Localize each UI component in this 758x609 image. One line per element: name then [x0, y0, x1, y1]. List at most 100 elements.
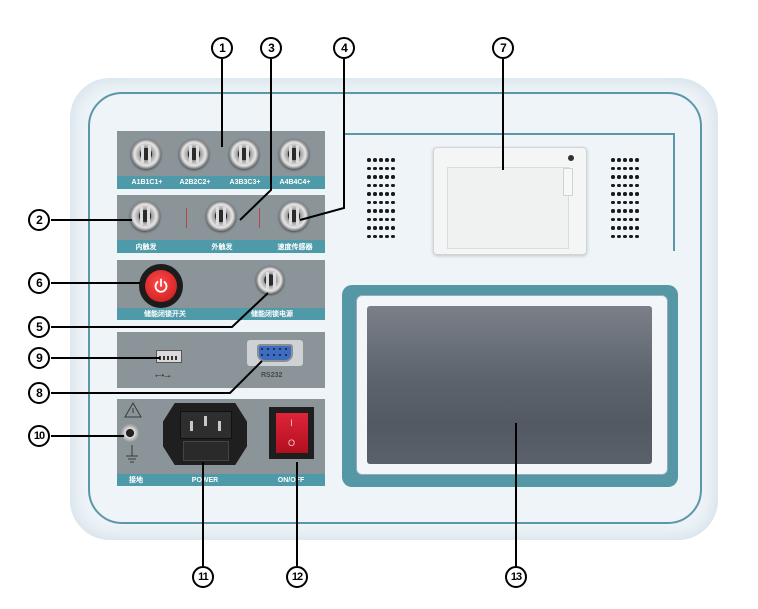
trigger-panel: 内触发 外触发 速度传感器 — [117, 195, 325, 253]
speaker-hole — [379, 234, 383, 238]
speaker-hole — [629, 226, 633, 230]
speaker-hole — [611, 200, 615, 204]
speaker-hole — [385, 209, 389, 213]
channel-connector-4[interactable] — [279, 139, 309, 169]
speaker-hole — [391, 175, 395, 179]
rs232-port[interactable] — [247, 340, 303, 366]
speaker-hole — [629, 234, 633, 238]
leader-line-3 — [239, 59, 272, 221]
speaker-hole — [385, 192, 389, 196]
speaker-hole — [617, 226, 621, 230]
external-trigger-label: 外触发 — [211, 243, 233, 251]
speaker-hole — [623, 166, 627, 170]
usb-port[interactable] — [156, 350, 182, 363]
speaker-hole — [385, 217, 389, 221]
channel-label-strip: A1B1C1+ A2B2C2+ A3B3C3+ A4B4C4+ — [117, 176, 325, 189]
speaker-hole — [617, 217, 621, 221]
callout-8: 8 — [28, 382, 50, 404]
speaker-hole — [629, 166, 633, 170]
speaker-hole — [623, 200, 627, 204]
speaker-grille-right — [611, 158, 641, 243]
speaker-hole — [635, 209, 639, 213]
speaker-hole — [635, 226, 639, 230]
speaker-hole — [629, 217, 633, 221]
speaker-hole — [635, 175, 639, 179]
speaker-hole — [367, 192, 371, 196]
speaker-hole — [379, 158, 383, 162]
speaker-hole — [367, 183, 371, 187]
switch-on-mark: I — [290, 418, 293, 428]
speaker-hole — [629, 200, 633, 204]
leader-line-5 — [51, 292, 269, 328]
speaker-hole — [379, 209, 383, 213]
speaker-hole — [379, 217, 383, 221]
speaker-hole — [367, 234, 371, 238]
speaker-hole — [367, 217, 371, 221]
speaker-hole — [617, 183, 621, 187]
speaker-hole — [373, 175, 377, 179]
speaker-hole — [391, 158, 395, 162]
speaker-grille-left — [367, 158, 397, 243]
speaker-hole — [373, 234, 377, 238]
speaker-hole — [379, 192, 383, 196]
switch-off-mark: O — [287, 438, 295, 448]
printer-indicator-led — [568, 155, 574, 161]
speaker-hole — [373, 226, 377, 230]
speaker-hole — [367, 200, 371, 204]
speaker-hole — [385, 175, 389, 179]
callout-3: 3 — [260, 37, 282, 59]
power-socket[interactable] — [163, 403, 247, 465]
callout-10: 10 — [28, 425, 50, 447]
speaker-hole — [373, 158, 377, 162]
power-label: POWER — [191, 476, 219, 484]
speed-sensor-connector[interactable] — [279, 201, 309, 231]
speaker-hole — [617, 192, 621, 196]
speaker-hole — [373, 217, 377, 221]
trigger-label-strip: 内触发 外触发 速度传感器 — [117, 240, 325, 253]
speaker-hole — [617, 158, 621, 162]
printer-paper-door[interactable] — [447, 167, 569, 249]
speaker-hole — [379, 166, 383, 170]
lock-switch[interactable] — [139, 264, 183, 308]
callout-12: 12 — [286, 566, 308, 588]
external-trigger-connector[interactable] — [206, 201, 236, 231]
speaker-hole — [379, 183, 383, 187]
ground-symbol-icon — [126, 445, 138, 463]
internal-trigger-connector[interactable] — [130, 201, 160, 231]
ground-terminal[interactable] — [121, 424, 139, 442]
printer-release-tab[interactable] — [563, 168, 573, 196]
speaker-hole — [367, 175, 371, 179]
speaker-hole — [379, 200, 383, 204]
internal-trigger-label: 内触发 — [135, 243, 157, 251]
speed-sensor-label: 速度传感器 — [277, 243, 313, 251]
lcd-touch-screen[interactable] — [367, 306, 652, 464]
speaker-hole — [385, 183, 389, 187]
callout-5: 5 — [28, 316, 50, 338]
callout-2: 2 — [28, 209, 50, 231]
speaker-hole — [379, 175, 383, 179]
speaker-hole — [373, 209, 377, 213]
channel-label-4: A4B4C4+ — [279, 179, 311, 186]
lock-panel: 储能闭锁开关 储能闭锁电源 — [117, 260, 325, 320]
channel-connector-3[interactable] — [229, 139, 259, 169]
speaker-hole — [611, 175, 615, 179]
speaker-hole — [391, 234, 395, 238]
leader-line-8 — [51, 360, 263, 394]
channel-connector-1[interactable] — [131, 139, 161, 169]
speaker-hole — [629, 158, 633, 162]
lock-switch-button[interactable] — [145, 270, 177, 302]
on-off-switch[interactable]: I O — [269, 407, 314, 459]
lock-power-connector[interactable] — [256, 266, 284, 294]
speaker-hole — [373, 166, 377, 170]
callout-11: 11 — [192, 566, 214, 588]
speaker-hole — [623, 234, 627, 238]
speaker-hole — [373, 192, 377, 196]
speaker-hole — [391, 209, 395, 213]
leader-line-4 — [299, 59, 345, 221]
speaker-hole — [611, 226, 615, 230]
speaker-hole — [385, 166, 389, 170]
callout-4: 4 — [333, 37, 355, 59]
channel-connector-2[interactable] — [179, 139, 209, 169]
speaker-hole — [635, 217, 639, 221]
speaker-hole — [623, 209, 627, 213]
